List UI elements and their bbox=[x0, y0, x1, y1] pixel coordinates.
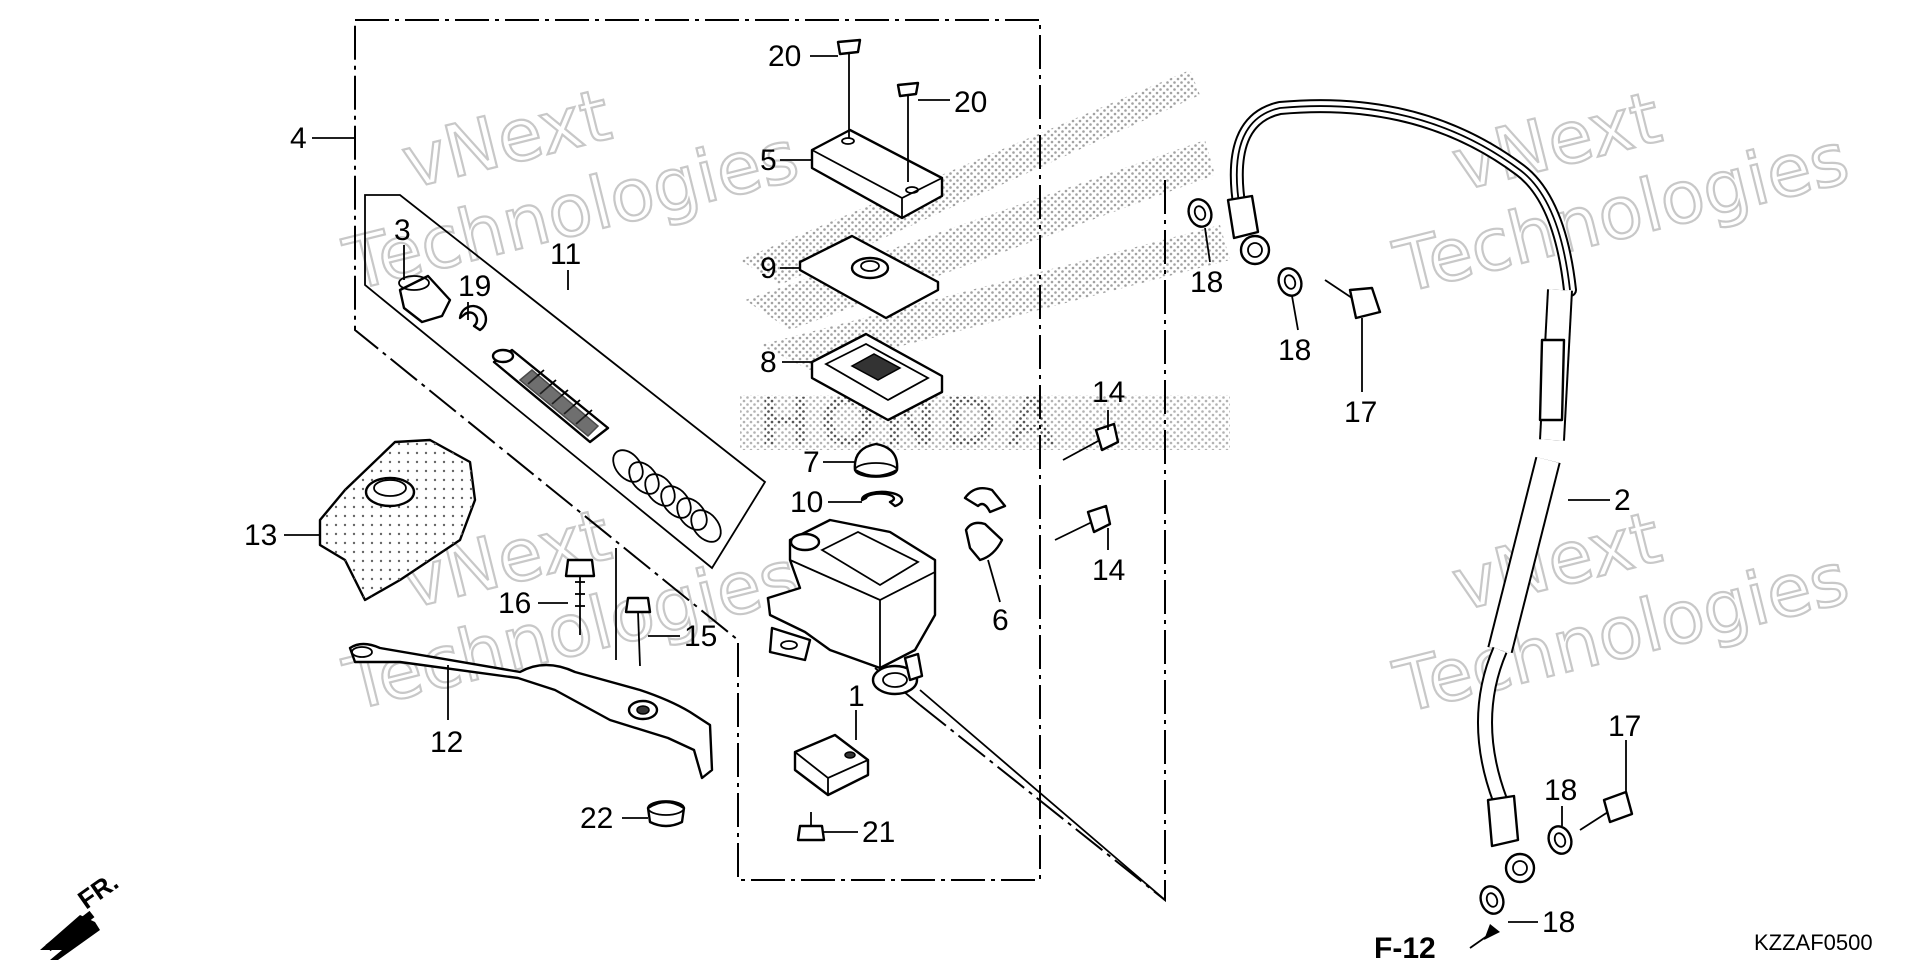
reference-f12: F-12 bbox=[1374, 924, 1500, 965]
circlip-19 bbox=[458, 304, 488, 332]
banjo-bolt-17-a bbox=[1324, 279, 1382, 320]
banjo-bolt-17-b bbox=[1579, 790, 1634, 831]
callout-5: 5 bbox=[760, 144, 777, 177]
callout-11: 11 bbox=[550, 238, 581, 271]
banjo-upper bbox=[1239, 234, 1271, 266]
callout-6: 6 bbox=[992, 604, 1009, 637]
callout-4: 4 bbox=[290, 122, 307, 155]
screw-21 bbox=[796, 812, 826, 842]
boot-7 bbox=[853, 442, 899, 478]
washer-18-d bbox=[1479, 885, 1505, 915]
master-cylinder-body bbox=[766, 518, 937, 696]
reservoir-cap-5 bbox=[810, 128, 944, 220]
front-direction-indicator: FR. bbox=[40, 866, 124, 960]
callout-2: 2 bbox=[1614, 484, 1631, 517]
screw-20-b bbox=[896, 81, 920, 114]
callout-22: 22 bbox=[580, 802, 613, 835]
washer-18-a bbox=[1187, 198, 1213, 228]
holder-6 bbox=[963, 487, 1007, 562]
callout-17: 17 bbox=[1608, 710, 1641, 743]
callout-3: 3 bbox=[394, 214, 411, 247]
brake-switch-1 bbox=[793, 733, 870, 797]
assembly-boundary bbox=[354, 19, 1041, 881]
svg-text:FR.: FR. bbox=[72, 866, 124, 915]
pivot-bolt-16 bbox=[564, 558, 596, 635]
callout-18: 18 bbox=[1544, 774, 1577, 807]
bushing-3 bbox=[398, 274, 452, 324]
leader bbox=[919, 689, 1166, 901]
callout-16: 16 bbox=[498, 587, 531, 620]
callout-labels: 4 20 20 5 9 8 7 10 3 19 11 13 16 15 12 1… bbox=[244, 40, 1641, 939]
callout-15: 15 bbox=[684, 620, 717, 653]
callout-1: 1 bbox=[848, 680, 865, 713]
diagram-code: KZZAF0500 bbox=[1754, 930, 1873, 955]
callout-18: 18 bbox=[1542, 906, 1575, 939]
callout-8: 8 bbox=[760, 346, 777, 379]
callout-9: 9 bbox=[760, 252, 777, 285]
pivot-bolt-15 bbox=[624, 596, 652, 667]
diaphragm-8 bbox=[810, 332, 944, 422]
front-arrow-icon bbox=[45, 910, 95, 952]
washer-18-c bbox=[1547, 825, 1573, 855]
callout-14: 14 bbox=[1092, 554, 1125, 587]
kit-boundary bbox=[364, 194, 767, 570]
circlip-10 bbox=[860, 490, 904, 508]
brake-hose-2 bbox=[1226, 99, 1577, 848]
leader-lines bbox=[284, 55, 1627, 923]
callout-21: 21 bbox=[862, 816, 895, 849]
callout-14: 14 bbox=[1092, 376, 1125, 409]
callout-20: 20 bbox=[768, 40, 801, 73]
washer-18-b bbox=[1277, 267, 1303, 297]
diaphragm-plate-9 bbox=[798, 234, 940, 320]
callout-7: 7 bbox=[803, 446, 820, 479]
spring bbox=[612, 449, 722, 543]
callout-18: 18 bbox=[1278, 334, 1311, 367]
callout-19: 19 bbox=[458, 270, 491, 303]
piston bbox=[491, 348, 610, 444]
screw-20-a bbox=[836, 38, 862, 70]
callout-17: 17 bbox=[1344, 396, 1377, 429]
callout-12: 12 bbox=[430, 726, 463, 759]
svg-text:F-12: F-12 bbox=[1374, 932, 1436, 960]
nut-22 bbox=[646, 800, 686, 828]
callout-18: 18 bbox=[1190, 266, 1223, 299]
brake-lever-12 bbox=[348, 642, 714, 780]
callout-10: 10 bbox=[790, 486, 823, 519]
banjo-lower bbox=[1504, 852, 1536, 884]
callout-20: 20 bbox=[954, 86, 987, 119]
callout-13: 13 bbox=[244, 519, 277, 552]
lever-cover-13 bbox=[318, 438, 477, 602]
bolt-14-b bbox=[1054, 504, 1112, 541]
